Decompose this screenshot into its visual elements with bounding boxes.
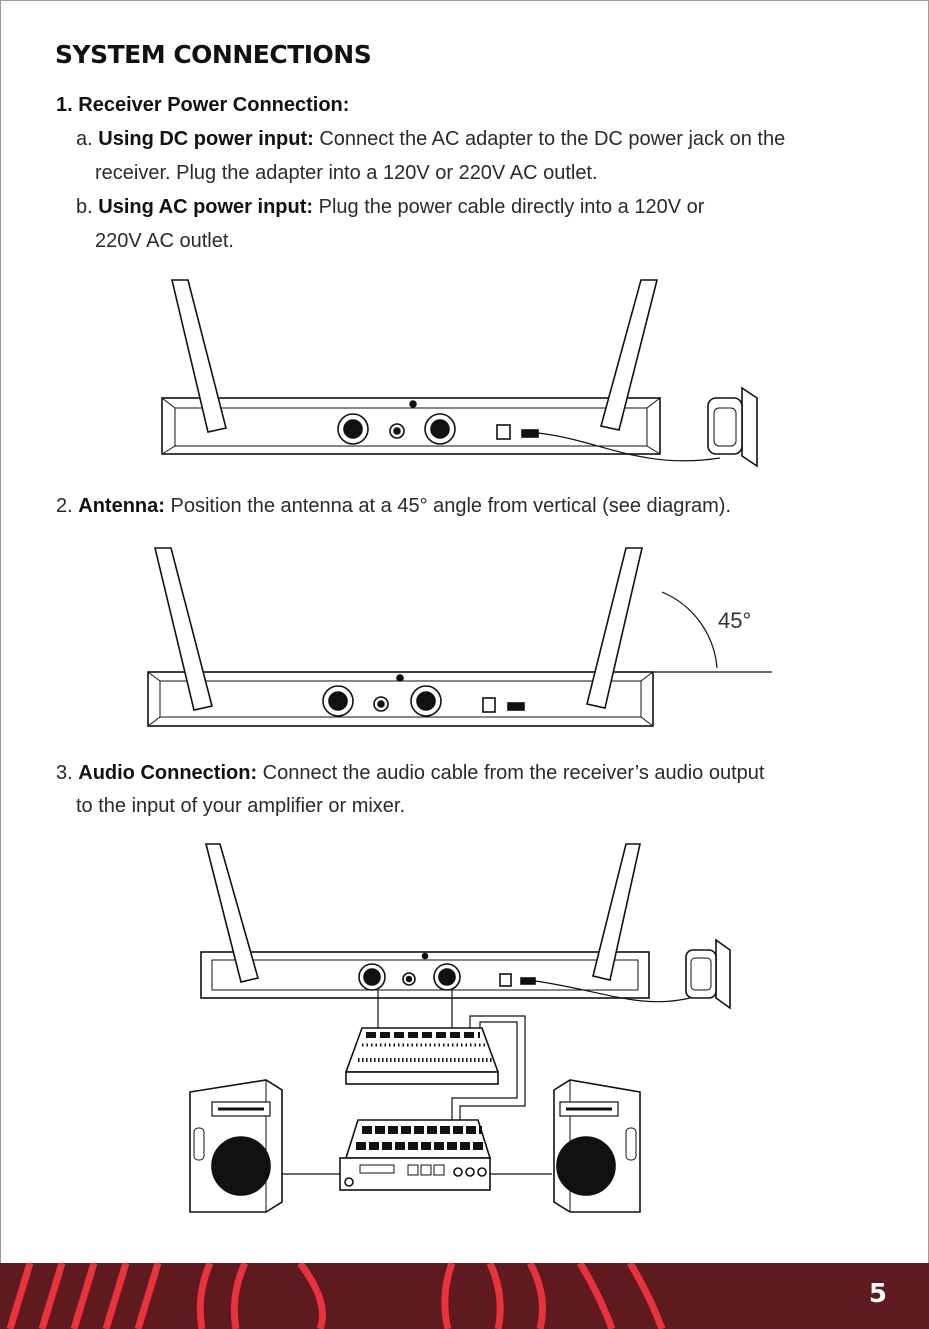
section-2-number: 2.: [56, 495, 73, 517]
angle-arc: [661, 591, 718, 669]
section-1-heading-line: 1. Receiver Power Connection:: [56, 93, 349, 117]
right-antenna: [592, 843, 641, 981]
power-cable: [537, 432, 721, 462]
item-1a-line-1: a. Using DC power input: Connect the AC …: [76, 127, 785, 151]
item-1a-text-2: receiver. Plug the adapter into a 120V o…: [95, 162, 598, 184]
right-antenna: [586, 547, 644, 709]
receiver-power-diagram: [161, 279, 758, 468]
section-3-line-1: 3. Audio Connection: Connect the audio c…: [56, 761, 764, 785]
section-1-number: 1.: [56, 94, 73, 116]
receiver-chassis: [147, 671, 654, 727]
power-switch: [482, 697, 496, 713]
section-3-label: Audio Connection:: [78, 762, 258, 784]
footer-band: 5: [0, 1263, 929, 1329]
left-antenna: [170, 279, 227, 433]
power-switch: [499, 973, 512, 987]
footer-stripes: [6, 1263, 666, 1329]
right-antenna: [600, 279, 659, 431]
section-1-heading: Receiver Power Connection:: [78, 94, 350, 116]
amplifier: [344, 1119, 492, 1159]
receiver-chassis: [161, 397, 661, 455]
item-1b-line-1: b. Using AC power input: Plug the power …: [76, 195, 704, 219]
antenna-angle-diagram: 45°: [147, 547, 772, 727]
section-2-text: Position the antenna at a 45° angle from…: [170, 495, 732, 517]
section-3-text-2: to the input of your amplifier or mixer.: [76, 795, 406, 817]
receiver-chassis: [200, 951, 650, 999]
section-3-number: 3.: [56, 762, 73, 784]
item-1a-text-1: Connect the AC adapter to the DC power j…: [319, 128, 786, 150]
page-number: 5: [868, 1279, 887, 1309]
section-2-label: Antenna:: [78, 495, 165, 517]
item-1b-marker: b.: [76, 196, 93, 218]
dc-jack: [520, 977, 536, 985]
item-1b-text-2: 220V AC outlet.: [95, 230, 234, 252]
item-1b-label: Using AC power input:: [98, 196, 314, 218]
item-1a-label: Using DC power input:: [98, 128, 314, 150]
power-switch: [496, 424, 511, 440]
dc-jack: [521, 429, 539, 438]
angle-label: 45°: [718, 608, 751, 633]
left-antenna: [204, 843, 259, 983]
page-title: SYSTEM CONNECTIONS: [55, 40, 372, 69]
audio-connection-diagram: [189, 843, 731, 1213]
item-1a-marker: a.: [76, 128, 93, 150]
left-antenna: [153, 547, 213, 711]
power-cable: [534, 980, 691, 1003]
item-1b-text-1: Plug the power cable directly into a 120…: [318, 196, 705, 218]
section-3-text-1: Connect the audio cable from the receive…: [262, 762, 765, 784]
dc-jack: [507, 702, 525, 711]
section-2-line: 2. Antenna: Position the antenna at a 45…: [56, 494, 731, 518]
